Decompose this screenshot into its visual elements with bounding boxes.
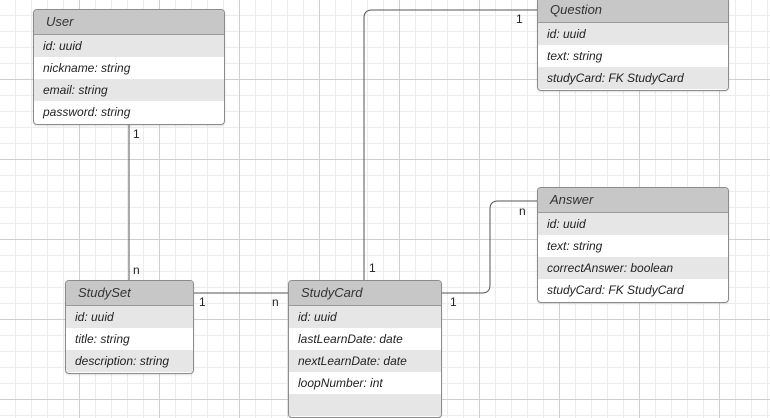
attribute-text: text: string [547,239,603,253]
entity-title: Question [538,0,728,23]
attribute-id: id: uuid [289,306,441,328]
attribute-nickname: nickname: string [43,61,131,75]
attribute-last-learn-date: lastLearnDate: date [298,332,403,346]
attribute-studycard-fk: studyCard: FK StudyCard [547,283,684,297]
entity-title: User [34,10,224,35]
relationship-lines [128,9,537,294]
entity-user[interactable]: User id: uuid nickname: string email: st… [33,9,225,125]
entity-title: StudyCard [289,281,441,306]
attribute-password: password: string [43,105,131,119]
entity-title: Answer [538,188,728,213]
attribute-title: title: string [75,332,130,346]
multiplicity-question-one: 1 [516,12,523,26]
attribute-correct-answer: correctAnswer: boolean [538,257,728,279]
attribute-id: id: uuid [538,213,728,235]
entity-studycard[interactable]: StudyCard id: uuid lastLearnDate: date n… [288,280,442,418]
multiplicity-answer-many: n [519,204,526,218]
attribute-id: id: uuid [34,35,224,57]
attribute-id: id: uuid [538,23,728,45]
multiplicity-studyset-many: n [133,263,140,277]
multiplicity-studycard-question-one: 1 [369,261,376,275]
attribute-loop-number: loopNumber: int [298,376,383,390]
attribute-email: email: string [34,79,224,101]
attribute-description: description: string [66,350,193,372]
multiplicity-studycard-many: n [272,295,279,309]
multiplicity-studycard-answer-one: 1 [450,295,457,309]
studycard-question-connector [363,9,537,280]
entity-answer[interactable]: Answer id: uuid text: string correctAnsw… [537,187,729,303]
attribute-truncated [289,394,441,416]
studycard-answer-connector [440,200,537,294]
multiplicity-studyset-one: 1 [199,295,206,309]
attribute-text: text: string [547,49,603,63]
multiplicity-user-one: 1 [133,127,140,141]
entity-title: StudySet [66,281,193,306]
attribute-next-learn-date: nextLearnDate: date [289,350,441,372]
entity-studyset[interactable]: StudySet id: uuid title: string descript… [65,280,194,374]
entity-question[interactable]: Question id: uuid text: string studyCard… [537,0,729,91]
attribute-id: id: uuid [66,306,193,328]
attribute-studycard-fk: studyCard: FK StudyCard [538,67,728,89]
